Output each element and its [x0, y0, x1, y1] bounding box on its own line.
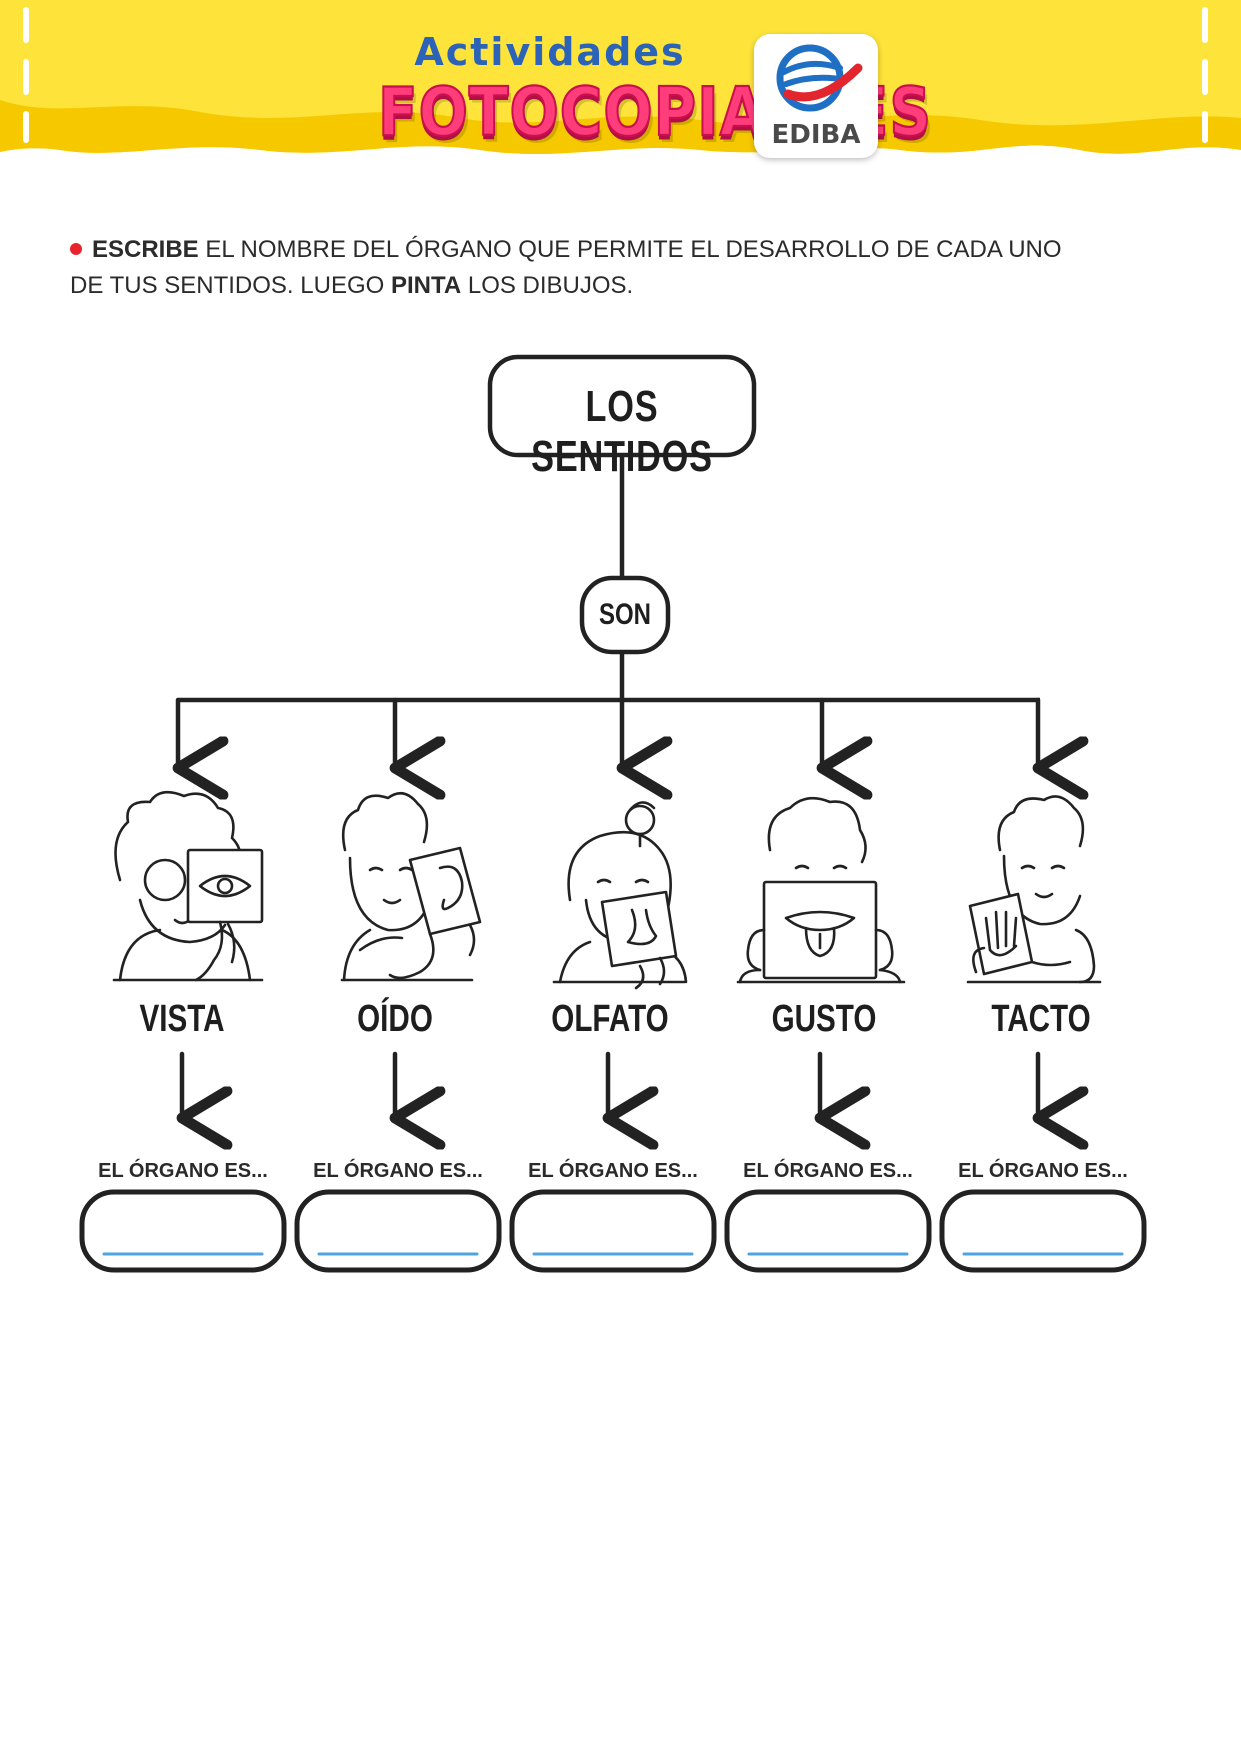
ediba-logo-mark [776, 44, 863, 112]
eye-card-icon [112, 790, 264, 982]
hand-card-icon [966, 795, 1102, 984]
organ-prompt-tacto: EL ÓRGANO ES... [958, 1160, 1128, 1182]
instruction: ESCRIBE EL NOMBRE DEL ÓRGANO QUE PERMITE… [70, 232, 1070, 304]
sense-label-oido: OÍDO [357, 998, 433, 1040]
brand-title: Actividades [414, 30, 686, 74]
instruction-text-2: LOS DIBUJOS. [461, 272, 634, 299]
connector-word: SON [598, 598, 651, 631]
sense-label-vista: VISTA [139, 998, 225, 1040]
sense-label-gusto: GUSTO [771, 998, 877, 1040]
ear-card-icon [340, 791, 482, 982]
tongue-card-icon [736, 796, 906, 984]
answer-box-olfato [509, 1189, 717, 1273]
instruction-text-1: EL NOMBRE DEL ÓRGANO QUE PERMITE EL DESA… [70, 236, 1062, 299]
ediba-logo: EDIBA [754, 34, 878, 158]
answer-box-vista [79, 1189, 287, 1273]
header-band [0, 0, 1241, 154]
organ-prompt-oido: EL ÓRGANO ES... [313, 1160, 483, 1182]
logo-text: EDIBA [771, 120, 861, 150]
bullet-dot-icon [70, 242, 82, 255]
instruction-verb-write: ESCRIBE [92, 236, 199, 263]
organ-prompt-gusto: EL ÓRGANO ES... [743, 1160, 913, 1182]
organ-prompt-vista: EL ÓRGANO ES... [98, 1160, 268, 1182]
sense-label-tacto: TACTO [991, 998, 1091, 1040]
nose-card-icon [552, 801, 688, 990]
answer-box-gusto [724, 1189, 932, 1273]
answer-box-oido [294, 1189, 502, 1273]
root-node-title: LOS SENTIDOS [531, 382, 713, 481]
connector-box [579, 575, 671, 655]
sense-label-olfato: OLFATO [551, 998, 669, 1040]
organ-prompt-olfato: EL ÓRGANO ES... [528, 1160, 698, 1182]
instruction-verb-paint: PINTA [390, 272, 462, 299]
answer-box-tacto [939, 1189, 1147, 1273]
